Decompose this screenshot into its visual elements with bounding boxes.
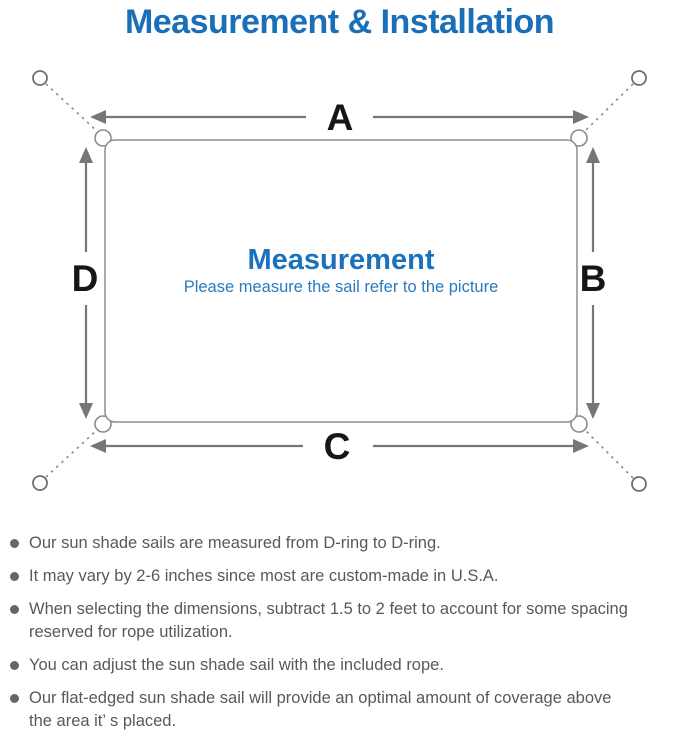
d-ring-top-right — [570, 129, 588, 147]
rope-bottom-left — [45, 427, 100, 478]
note-line: Our flat-edged sun shade sail will provi… — [29, 689, 612, 707]
bullet-icon — [10, 539, 19, 548]
dimension-label-d: D — [72, 258, 99, 299]
diagram-center-subtitle: Please measure the sail refer to the pic… — [184, 278, 499, 296]
anchor-rope-lines — [45, 83, 634, 479]
anchor-ring-bottom-right — [631, 476, 647, 492]
note-text: You can adjust the sun shade sail with t… — [29, 654, 673, 677]
dimension-arrows — [79, 110, 600, 453]
arrow-d-up-head — [79, 147, 93, 163]
note-text: Our sun shade sails are measured from D-… — [29, 532, 673, 555]
d-ring-bottom-left — [94, 415, 112, 433]
arrow-c-left-head — [90, 439, 106, 453]
rope-top-right — [582, 83, 634, 134]
rope-bottom-right — [582, 427, 634, 479]
measurement-diagram: A B C D Measurement Please measure the s… — [0, 60, 679, 520]
arrow-d-down-head — [79, 403, 93, 419]
bullet-icon — [10, 605, 19, 614]
note-line: the area it’ s placed. — [29, 712, 177, 730]
rope-top-left — [45, 83, 100, 134]
diagram-center-title: Measurement — [248, 244, 435, 276]
sail-rectangle — [104, 139, 578, 423]
anchor-ring-bottom-left — [32, 475, 48, 491]
anchor-ring-top-left — [32, 70, 48, 86]
anchor-ring-top-right — [631, 70, 647, 86]
dimension-label-a: A — [327, 97, 354, 138]
sail-diagram-svg: A B C D Measurement Please measure the s… — [32, 70, 647, 492]
list-item: It may vary by 2-6 inches since most are… — [10, 565, 673, 588]
arrow-b-down-head — [586, 403, 600, 419]
note-line: Our sun shade sails are measured from D-… — [29, 534, 441, 552]
bullet-icon — [10, 661, 19, 670]
note-line: You can adjust the sun shade sail with t… — [29, 656, 444, 674]
anchor-rings — [32, 70, 647, 492]
dimension-label-b: B — [580, 258, 607, 299]
note-line: reserved for rope utilization. — [29, 623, 233, 641]
arrow-a-left-head — [90, 110, 106, 124]
notes-list: Our sun shade sails are measured from D-… — [10, 532, 673, 739]
corner-d-rings — [94, 129, 588, 433]
list-item: Our flat-edged sun shade sail will provi… — [10, 687, 673, 733]
note-line: When selecting the dimensions, subtract … — [29, 600, 628, 618]
bullet-icon — [10, 694, 19, 703]
arrow-c-right-head — [573, 439, 589, 453]
d-ring-bottom-right — [570, 415, 588, 433]
dimension-label-c: C — [324, 426, 351, 467]
d-ring-top-left — [94, 129, 112, 147]
note-line: It may vary by 2-6 inches since most are… — [29, 567, 499, 585]
page-title: Measurement & Installation — [124, 3, 555, 41]
list-item: When selecting the dimensions, subtract … — [10, 598, 673, 644]
bullet-icon — [10, 572, 19, 581]
note-text: When selecting the dimensions, subtract … — [29, 598, 673, 644]
arrow-a-right-head — [573, 110, 589, 124]
list-item: You can adjust the sun shade sail with t… — [10, 654, 673, 677]
note-text: Our flat-edged sun shade sail will provi… — [29, 687, 673, 733]
arrow-b-up-head — [586, 147, 600, 163]
note-text: It may vary by 2-6 inches since most are… — [29, 565, 673, 588]
list-item: Our sun shade sails are measured from D-… — [10, 532, 673, 555]
